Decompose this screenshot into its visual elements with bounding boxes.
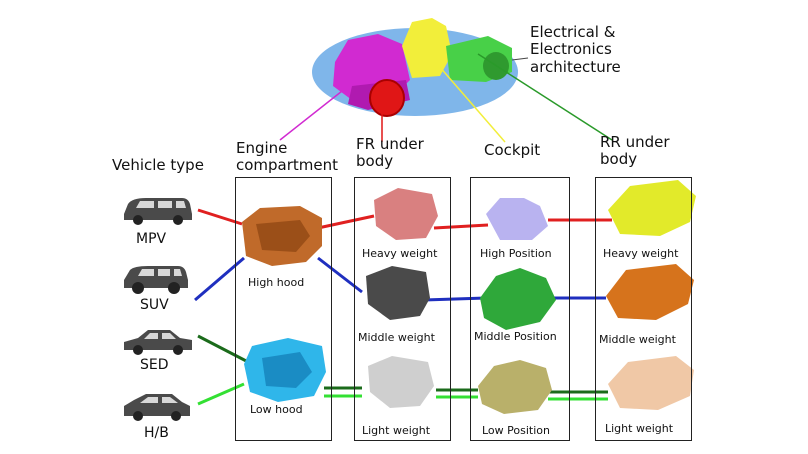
- suv-car-icon: [124, 266, 188, 294]
- rr-light-module-image: [608, 356, 694, 410]
- vehicle-label-mpv: MPV: [136, 231, 167, 247]
- rr-under-body-column: [595, 177, 692, 441]
- rr-heavy-weight-label: Heavy weight: [603, 247, 679, 260]
- cockpit-middle-module-image: [480, 268, 556, 330]
- vehicle-type-header: Vehicle type: [112, 156, 204, 174]
- cockpit-high-module-image: [486, 198, 548, 240]
- fr-under-body-header: FR under body: [356, 135, 424, 171]
- vehicle-label-hb: H/B: [144, 425, 169, 441]
- rr-middle-weight-label: Middle weight: [599, 333, 676, 346]
- fr-light-module-image: [368, 356, 434, 408]
- vehicle-label-sed: SED: [140, 357, 169, 373]
- mpv-path: [197, 208, 612, 230]
- fr-under-body-column: [354, 177, 451, 441]
- leader-line-rr: [477, 53, 613, 141]
- leader-line-ee: [511, 57, 529, 61]
- high-hood-module-detail: [256, 220, 310, 252]
- rr-light-weight-label: Light weight: [605, 422, 674, 435]
- cockpit-high-position-label: High Position: [480, 247, 552, 260]
- platform-front-wheel: [369, 79, 405, 117]
- hb-path: [197, 382, 608, 406]
- fr-middle-weight-label: Middle weight: [358, 331, 435, 344]
- rr-middle-module-image: [606, 264, 694, 320]
- fr-heavy-weight-label: Heavy weight: [362, 247, 438, 260]
- engine-compartment-column: [235, 177, 332, 441]
- low-hood-label: Low hood: [250, 403, 303, 416]
- vehicle-label-suv: SUV: [140, 297, 169, 313]
- leader-line-engine: [279, 79, 357, 141]
- cockpit-low-position-label: Low Position: [482, 424, 550, 437]
- mpv-car-icon: [124, 198, 192, 225]
- vehicle-platform-image: [312, 18, 518, 117]
- low-hood-module-detail: [262, 352, 312, 388]
- cockpit-column: [470, 177, 570, 441]
- high-hood-label: High hood: [248, 276, 305, 289]
- engine-compartment-header: Engine compartment: [236, 139, 339, 175]
- fr-heavy-module-image: [374, 188, 438, 240]
- platform-cockpit: [402, 18, 452, 78]
- rr-under-body-header: RR under body: [600, 133, 670, 169]
- leader-line-cockpit: [431, 57, 506, 143]
- fr-middle-module-image: [366, 266, 430, 320]
- rr-heavy-module-image: [608, 180, 696, 236]
- sedan-car-icon: [124, 330, 192, 355]
- cockpit-middle-position-label: Middle Position: [474, 330, 557, 343]
- architecture-label: Electrical & Electronics architecture: [530, 23, 621, 76]
- cockpit-low-module-image: [478, 360, 552, 414]
- hatchback-car-icon: [124, 394, 190, 421]
- sedan-path: [197, 334, 608, 394]
- fr-light-weight-label: Light weight: [362, 424, 431, 437]
- cockpit-header: Cockpit: [484, 141, 541, 159]
